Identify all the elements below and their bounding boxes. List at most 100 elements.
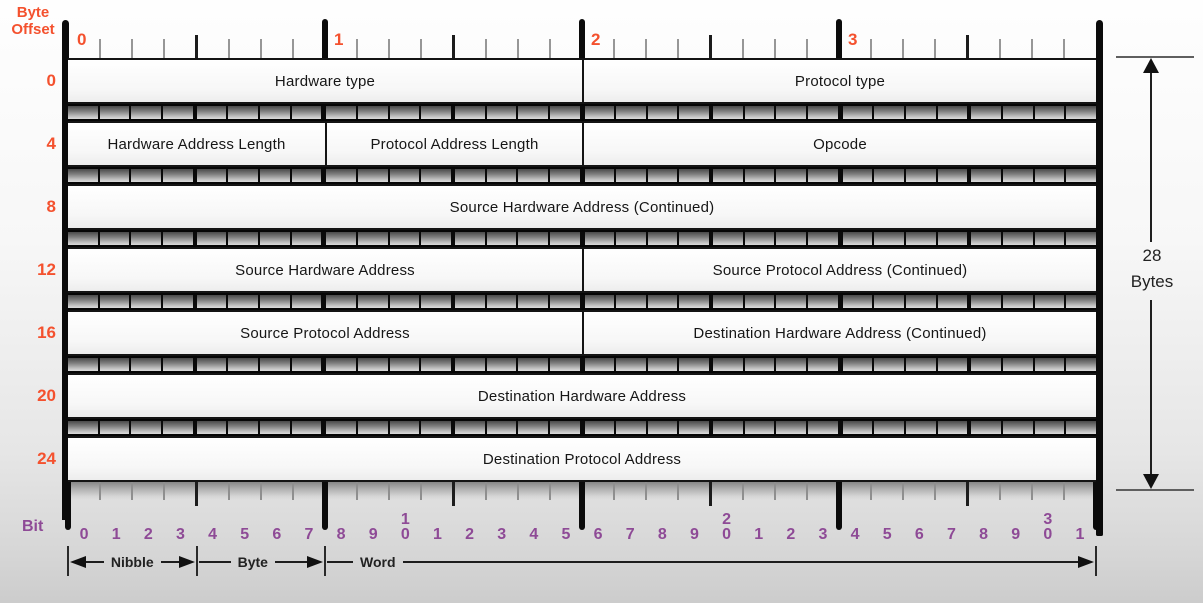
separator-cell	[389, 169, 422, 182]
separator-cell	[1003, 358, 1035, 371]
separator-cell	[326, 421, 358, 434]
bit-tick	[805, 39, 808, 58]
separator-cell	[713, 295, 745, 308]
bit-tick	[163, 482, 166, 500]
separator-cell	[937, 358, 972, 371]
separator-cell	[389, 421, 422, 434]
byte-tick	[579, 19, 585, 58]
bit-tick	[1062, 482, 1065, 500]
separator-cell	[228, 169, 260, 182]
bit-tick	[998, 482, 1001, 500]
separator-cell	[906, 421, 938, 434]
separator-cell	[162, 232, 197, 245]
separator-cell	[842, 358, 875, 371]
separator-cell	[454, 295, 487, 308]
bit-tick	[388, 39, 391, 58]
separator-cell	[486, 169, 519, 182]
span-line	[402, 561, 1078, 563]
separator-cell	[99, 169, 132, 182]
separator-cell	[616, 106, 648, 119]
separator-cell	[196, 169, 229, 182]
nibble-tick	[452, 482, 455, 506]
byte-tick	[322, 19, 328, 58]
separator-cell	[357, 169, 390, 182]
separator-cell	[874, 106, 907, 119]
byte-offset-axis-label-line1: Byte	[16, 4, 50, 21]
bit-tick	[870, 482, 873, 500]
separator-cell	[647, 295, 680, 308]
span-byte: Byte	[198, 548, 324, 576]
separator-cell	[776, 295, 809, 308]
separator-cell	[68, 106, 100, 119]
total-size-unit: Bytes	[1130, 272, 1174, 291]
separator-cell	[1034, 358, 1067, 371]
bit-tick	[645, 39, 648, 58]
dimension-line-top	[1150, 68, 1152, 242]
separator-cell	[647, 421, 680, 434]
separator-cell	[679, 421, 714, 434]
bit-tick	[902, 482, 905, 500]
bit-tick	[677, 482, 680, 500]
separator-cell	[842, 232, 875, 245]
bit-number: 9	[368, 526, 378, 543]
bit-number: 3	[497, 526, 507, 543]
separator-cell	[842, 295, 875, 308]
bit-number: 5	[882, 526, 892, 543]
separator-cell	[679, 232, 714, 245]
bit-number: 2	[465, 526, 475, 543]
separator-cell	[518, 421, 550, 434]
separator-cell	[1003, 232, 1035, 245]
separator-cell	[971, 106, 1004, 119]
packet-row: Source Hardware Address (Continued)	[68, 184, 1096, 230]
bit-tick	[356, 39, 359, 58]
byte-tick	[1093, 482, 1099, 530]
bit-tick	[773, 482, 776, 500]
separator-cell	[259, 232, 292, 245]
separator-cell	[162, 358, 197, 371]
diagram-right-border	[1096, 20, 1103, 536]
separator-cell	[518, 295, 550, 308]
separator-cell	[744, 358, 777, 371]
bit-tick	[677, 39, 680, 58]
separator-cell	[906, 106, 938, 119]
separator-cell	[1066, 421, 1096, 434]
field-hardware-type: Hardware type	[274, 72, 376, 90]
separator-cell	[196, 295, 229, 308]
bit-number: 3	[175, 526, 185, 543]
separator-cell	[518, 106, 550, 119]
field-opcode: Opcode	[582, 123, 1096, 165]
separator-cell	[808, 106, 843, 119]
bit-number: 6	[593, 526, 603, 543]
byte-offset-value: 24	[37, 449, 56, 468]
separator-cell	[713, 106, 745, 119]
byte-offset-value: 20	[37, 386, 56, 405]
separator-cell	[162, 106, 197, 119]
separator-cell	[454, 421, 487, 434]
separator-cell	[808, 358, 843, 371]
bit-tick	[131, 482, 134, 500]
byte-offset-value: 8	[46, 197, 56, 216]
field-source-hardware-address-continued: Source Hardware Address (Continued)	[449, 198, 715, 216]
separator-cell	[744, 106, 777, 119]
byte-tick	[65, 482, 71, 530]
separator-cell	[1003, 169, 1035, 182]
separator-cell	[874, 421, 907, 434]
separator-cell	[776, 169, 809, 182]
bit-tick	[420, 482, 423, 500]
bit-tick	[516, 39, 519, 58]
separator-cell	[486, 358, 519, 371]
nibble-tick	[195, 482, 198, 506]
separator-cell	[454, 169, 487, 182]
byte-offset-value: 4	[46, 134, 56, 153]
separator-cell	[549, 169, 585, 182]
bit-number: 4	[208, 526, 218, 543]
field-destination-protocol-address: Destination Protocol Address	[482, 450, 682, 468]
separator-cell	[357, 106, 390, 119]
bit-tick	[741, 39, 744, 58]
separator-cell	[421, 106, 455, 119]
bit-tick	[131, 39, 134, 58]
separator-cell	[518, 169, 550, 182]
bit-tick	[741, 482, 744, 500]
